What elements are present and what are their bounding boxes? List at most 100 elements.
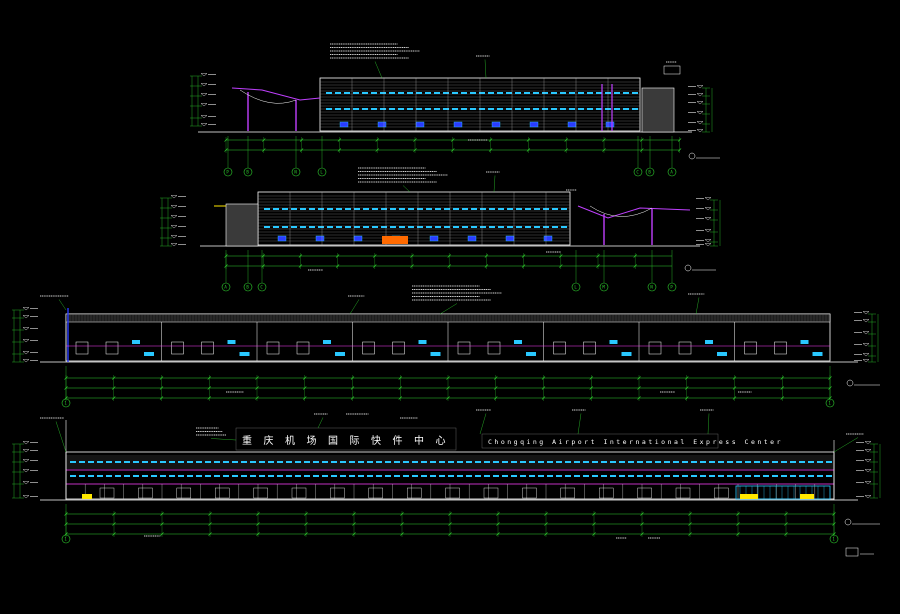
sign-character: 机	[285, 434, 296, 447]
facade-window	[363, 226, 369, 228]
bay-window	[717, 352, 727, 356]
facade-window	[133, 475, 139, 477]
grid-axis-label: N	[294, 170, 297, 175]
facade-vent	[543, 235, 553, 242]
facade-window	[817, 475, 823, 477]
bay-door	[553, 341, 566, 355]
facade-window	[556, 475, 562, 477]
facade-window	[619, 461, 625, 463]
facade-window	[790, 475, 796, 477]
dock-door	[675, 487, 691, 499]
sign-character: 场	[307, 434, 318, 447]
dock-door	[445, 487, 460, 499]
facade-window	[587, 108, 593, 110]
facade-window	[664, 475, 670, 477]
sign-english-text: Chongqing Airport International Express …	[488, 438, 783, 446]
facade-window	[313, 475, 319, 477]
facade-window	[592, 461, 598, 463]
sign-character: 庆	[264, 434, 275, 447]
facade-window	[489, 208, 495, 210]
facade-window	[435, 208, 441, 210]
facade-window	[273, 208, 279, 210]
facade-window	[439, 475, 445, 477]
facade-window	[628, 475, 634, 477]
facade-window	[529, 475, 535, 477]
grid-axis-bubble	[243, 282, 253, 292]
facade-window	[344, 92, 350, 94]
facade-window	[601, 461, 607, 463]
facade-window	[372, 226, 378, 228]
facade-window	[268, 461, 274, 463]
facade-window	[434, 92, 440, 94]
facade-window	[115, 475, 121, 477]
facade-window	[403, 461, 409, 463]
facade-window	[277, 461, 283, 463]
facade-window	[196, 475, 202, 477]
facade-window	[416, 92, 422, 94]
facade-window	[736, 461, 742, 463]
grid-axis-bubble	[825, 398, 835, 408]
facade-window	[538, 475, 544, 477]
grid-axis-bubble	[633, 167, 643, 177]
grid-axis-bubble	[667, 282, 677, 292]
sign-character: 际	[350, 435, 361, 447]
facade-window	[479, 92, 485, 94]
facade-window	[461, 108, 467, 110]
dock-door	[214, 487, 230, 499]
facade-window	[497, 92, 503, 94]
facade-window	[569, 92, 575, 94]
bay-door	[487, 341, 501, 355]
facade-window	[309, 226, 315, 228]
facade-window	[511, 461, 517, 463]
facade-window	[416, 108, 422, 110]
facade-window	[371, 92, 377, 94]
facade-window	[461, 92, 467, 94]
facade-window	[763, 475, 769, 477]
facade-window	[444, 208, 450, 210]
facade-window	[560, 92, 566, 94]
facade-window	[304, 461, 310, 463]
dock-door	[291, 487, 307, 499]
facade-window	[363, 208, 369, 210]
facade-window	[826, 475, 832, 477]
grid-axis-bubble	[243, 167, 253, 177]
facade-window	[151, 475, 157, 477]
facade-window	[97, 461, 103, 463]
facade-window	[79, 461, 85, 463]
bay-window	[705, 340, 713, 344]
facade-window	[498, 226, 504, 228]
facade-window	[362, 92, 368, 94]
facade-window	[426, 226, 432, 228]
facade-window	[551, 92, 557, 94]
facade-window	[799, 461, 805, 463]
facade-vent	[567, 121, 577, 128]
grid-axis-bubble	[221, 282, 231, 292]
facade-window	[259, 461, 265, 463]
facade-window	[561, 226, 567, 228]
elevation-b-canopy-right	[577, 205, 691, 219]
grid-axis-label: P	[670, 285, 673, 290]
facade-window	[178, 475, 184, 477]
facade-vent	[505, 235, 515, 242]
facade-window	[309, 208, 315, 210]
grid-axis-label: P	[226, 170, 229, 175]
facade-window	[498, 208, 504, 210]
facade-window	[502, 461, 508, 463]
facade-window	[214, 475, 220, 477]
facade-window	[480, 226, 486, 228]
facade-window	[390, 208, 396, 210]
facade-window	[502, 475, 508, 477]
facade-window	[124, 475, 130, 477]
facade-window	[524, 108, 530, 110]
facade-window	[214, 461, 220, 463]
facade-window	[345, 208, 351, 210]
facade-window	[664, 461, 670, 463]
sign-character: 中	[414, 434, 425, 447]
facade-window	[417, 226, 423, 228]
facade-window	[142, 461, 148, 463]
facade-window	[264, 226, 270, 228]
facade-window	[763, 461, 769, 463]
facade-window	[466, 475, 472, 477]
facade-window	[480, 208, 486, 210]
facade-window	[516, 208, 522, 210]
